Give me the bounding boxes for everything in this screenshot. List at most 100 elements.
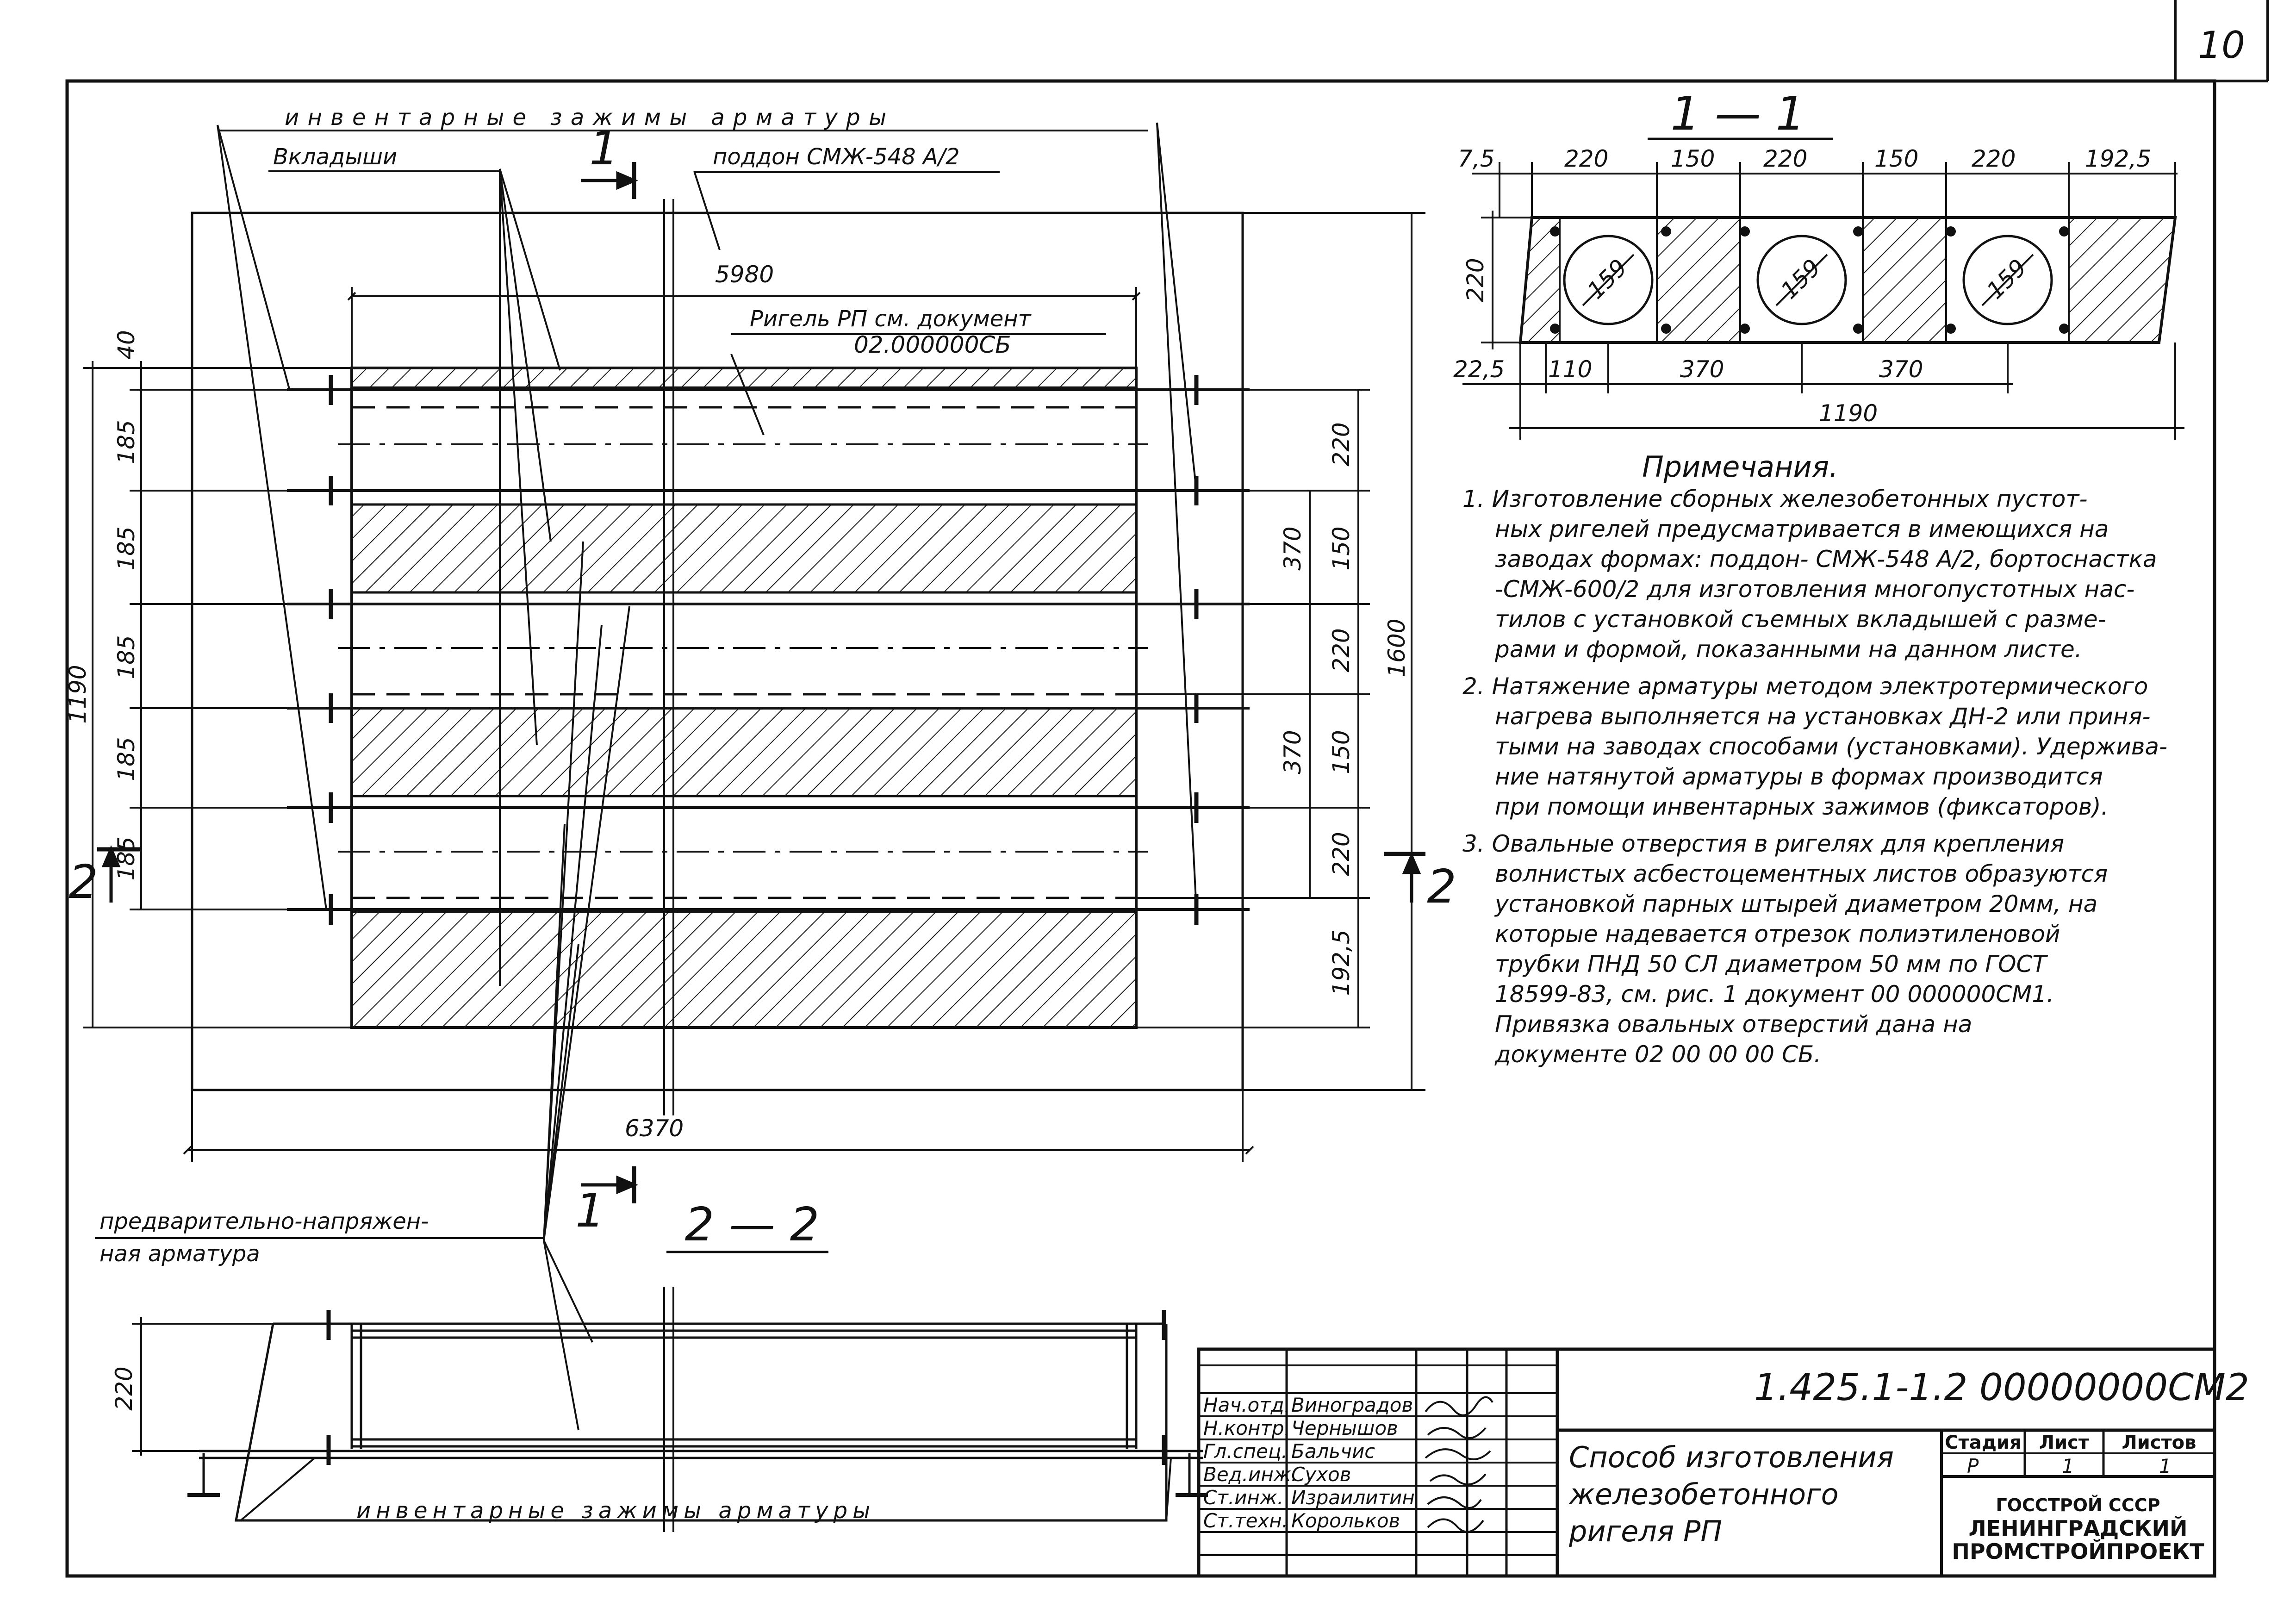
clamp-marks [329, 375, 1199, 925]
sheet-value: 1 [2062, 1455, 2074, 1477]
role-5: Ст.инж. [1203, 1486, 1283, 1509]
tendon-lines [287, 388, 1250, 911]
name-1: Виноградов [1291, 1394, 1413, 1416]
dim-right-total: 1600 [1383, 618, 1410, 677]
name-2: Чернышов [1291, 1417, 1398, 1439]
note-line-17: 18599-83, см. рис. 1 документ 00 000000С… [1495, 981, 2054, 1008]
void-axis-lines [338, 443, 1148, 853]
note-line-2: ных ригелей предусматривается в имеющихс… [1495, 516, 2109, 542]
dim-right-150-b: 150 [1328, 730, 1355, 774]
dim-right-220-c: 220 [1328, 832, 1355, 876]
section-1-1-title: 1 — 1 [1671, 87, 1805, 141]
name-5: Израилитин [1291, 1486, 1415, 1509]
note-line-8: нагрева выполняется на установках ДН-2 и… [1495, 703, 2151, 730]
section-2-2-title: 2 — 2 [685, 1197, 820, 1252]
dim-5980: 5980 [715, 261, 774, 288]
note-line-13: волнистых асбестоцементных листов образу… [1495, 860, 2108, 887]
s11-dim-370-b: 370 [1879, 356, 1923, 383]
note-line-5: тилов с установкой съемных вкладышей с р… [1495, 606, 2106, 633]
note-line-7: 2. Натяжение арматуры методом электротер… [1462, 673, 2148, 700]
cut-label-1-bottom: 1 [575, 1183, 605, 1238]
sheets-label: Листов [2122, 1432, 2196, 1453]
section-line-1-1 [663, 199, 674, 1115]
stage-value: Р [1967, 1455, 1979, 1477]
leader-lines [217, 122, 1197, 1431]
s11-dim-total: 1190 [1819, 400, 1878, 427]
dim-left-strip-5: 185 [113, 836, 140, 880]
insert-boundaries [352, 406, 1136, 899]
section-1-1-rebars [1550, 226, 2069, 334]
dim-right-370-b: 370 [1279, 730, 1306, 774]
section-1-1-top-dims [1472, 162, 2178, 218]
note-line-9: тыми на заводах способами (установками).… [1495, 733, 2167, 760]
drawing-title-2: железобетонного [1568, 1477, 1839, 1511]
solid-strip-1 [350, 503, 1138, 594]
cut-arrow-1-top [581, 162, 638, 199]
note-line-6: рами и формой, показанными на данном лис… [1494, 636, 2082, 663]
s11-dim-192-5: 192,5 [2085, 145, 2151, 172]
note-line-10: ние натянутой арматуры в формах производ… [1495, 763, 2103, 790]
name-6: Корольков [1291, 1509, 1400, 1532]
note-line-12: 3. Овальные отверстия в ригелях для креп… [1462, 830, 2064, 857]
label-prestressed-2: ная арматура [100, 1241, 260, 1267]
s11-height: 220 [1462, 258, 1489, 302]
dim-left-strip-3: 185 [113, 635, 140, 679]
dim-right-192-5: 192,5 [1328, 929, 1355, 996]
dim-length-outer [183, 1090, 1254, 1162]
solid-strip-2 [350, 707, 1138, 797]
section-1-1-bottom-dims [1462, 343, 2184, 440]
dim-left-top: 40 [113, 330, 140, 360]
s11-dim-220-b: 220 [1763, 145, 1807, 172]
dim-right-220-b: 220 [1328, 628, 1355, 672]
name-4: Сухов [1291, 1463, 1351, 1486]
dim-left-strip-4: 185 [113, 737, 140, 781]
role-1: Нач.отд. [1203, 1394, 1290, 1416]
cut-label-2-left: 2 [68, 855, 98, 909]
solid-strip-3 [350, 910, 1138, 1029]
sheet-frame [65, 0, 2269, 1578]
role-3: Гл.спец. [1203, 1440, 1288, 1463]
dim-left-strip-1: 185 [113, 420, 140, 464]
note-line-1: 1. Изготовление сборных железобетонных п… [1462, 486, 2088, 512]
signature-marks [1425, 1396, 1493, 1533]
s11-dim-7-5: 7,5 [1458, 145, 1495, 172]
label-pallet: поддон СМЖ-548 А/2 [713, 144, 960, 170]
role-4: Вед.инж. [1203, 1463, 1297, 1486]
note-line-3: заводах формах: поддон- СМЖ-548 А/2, бор… [1495, 546, 2157, 573]
s11-dim-150-a: 150 [1671, 145, 1715, 172]
label-prestressed-1: предварительно-напряжен- [100, 1208, 429, 1234]
cut-arrow-2-left [97, 845, 141, 903]
dim-left-chain [83, 361, 352, 1028]
s11-dim-220-c: 220 [1972, 145, 2016, 172]
s11-dim-22-5: 22,5 [1453, 356, 1505, 383]
label-inserts: Вкладыши [273, 144, 397, 170]
role-2: Н.контр. [1203, 1417, 1290, 1439]
stage-label: Стадия [1945, 1432, 2022, 1453]
section-2-2: 2 — 2 [111, 1197, 1208, 1532]
dim-right-370-a: 370 [1279, 526, 1306, 570]
label-beam-ref: Ригель РП см. документ [750, 306, 1032, 332]
s11-dim-110: 110 [1548, 356, 1592, 383]
dim-right-150-a: 150 [1328, 526, 1355, 570]
section-1-1: 1 — 1 7,5 220 150 220 150 220 192,5 [1453, 87, 2184, 440]
pallet-outline [191, 212, 1244, 1091]
title-block [1197, 1347, 2216, 1578]
name-3: Бальчис [1291, 1440, 1375, 1463]
note-line-14: установкой парных штырей диаметром 20мм,… [1494, 891, 2097, 917]
doc-code: 1.425.1-1.2 00000000СМ2 [1754, 1366, 2249, 1409]
note-line-16: трубки ПНД 50 СЛ диаметром 50 мм по ГОСТ [1495, 951, 2048, 978]
s11-dim-150-b: 150 [1874, 145, 1918, 172]
note-line-19: документе 02 00 00 00 СБ. [1494, 1041, 1821, 1068]
dim-left-strip-2: 185 [113, 526, 140, 570]
dim-right-220-a: 220 [1328, 422, 1355, 466]
sheet-number: 10 [2198, 24, 2245, 67]
cut-arrow-1-bottom [581, 1166, 638, 1203]
drawing-title-3: ригеля РП [1568, 1514, 1722, 1548]
section-2-2-clamps [326, 1310, 1166, 1465]
dim-length-inner [347, 287, 1141, 368]
cut-arrow-2-right [1384, 852, 1425, 903]
dim-left-total: 1190 [64, 665, 91, 723]
drawing-title-1: Способ изготовления [1569, 1440, 1894, 1474]
plan-view: 1 1 2 2 [64, 105, 1456, 1431]
